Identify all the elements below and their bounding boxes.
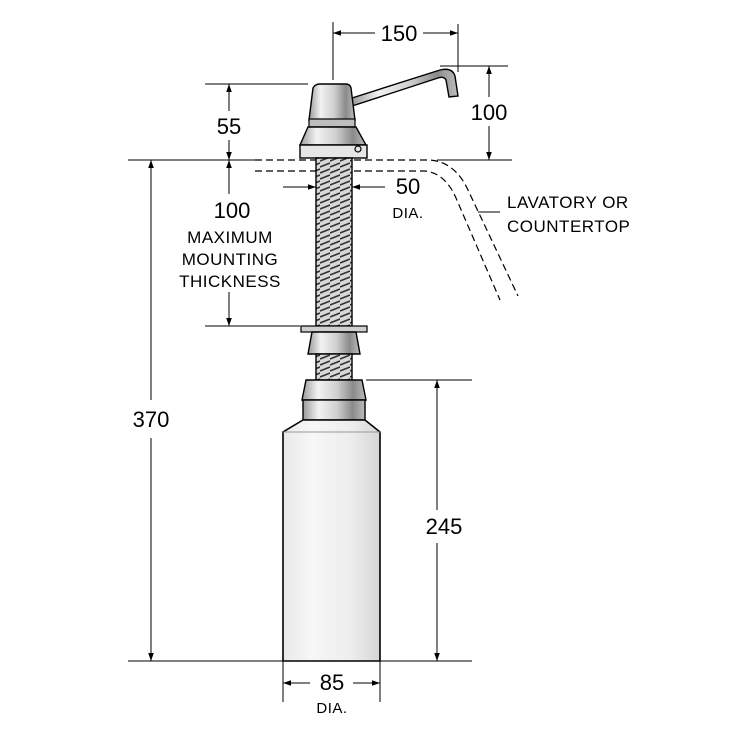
spout-height-value: 100 [471,100,508,125]
dim-overall-height: 370 [128,160,283,662]
max-thickness-line3: THICKNESS [179,272,281,291]
threaded-shank [300,157,368,381]
hole-dia-unit: DIA. [392,205,423,222]
max-thickness-line1: MAXIMUM [187,228,273,247]
lavatory-annotation: LAVATORY OR COUNTERTOP [478,193,630,236]
dim-bottle-height: 245 [366,379,472,662]
dim-max-thickness: 100 MAXIMUM MOUNTING THICKNESS [179,160,300,327]
bottle-height-value: 245 [426,514,463,539]
lavatory-line1: LAVATORY OR [507,193,629,212]
dim-head-height: 55 [205,83,308,160]
max-thickness-line2: MOUNTING [182,250,279,269]
countertop-outline [255,159,519,301]
pump-head [298,68,459,159]
dim-hole-dia: 50 DIA. [283,172,423,222]
head-height-value: 55 [217,114,241,139]
max-thickness-value: 100 [214,198,251,223]
dim-spout-reach: 150 [332,21,459,80]
soap-bottle [282,379,381,662]
spout-reach-value: 150 [381,21,418,46]
dim-spout-height: 100 [437,65,512,161]
lavatory-line2: COUNTERTOP [507,217,630,236]
bottle-dia-unit: DIA. [316,700,347,717]
bottle-dia-value: 85 [320,670,344,695]
overall-height-value: 370 [133,407,170,432]
dim-bottle-dia: 85 DIA. [282,661,381,717]
hole-dia-value: 50 [396,174,420,199]
